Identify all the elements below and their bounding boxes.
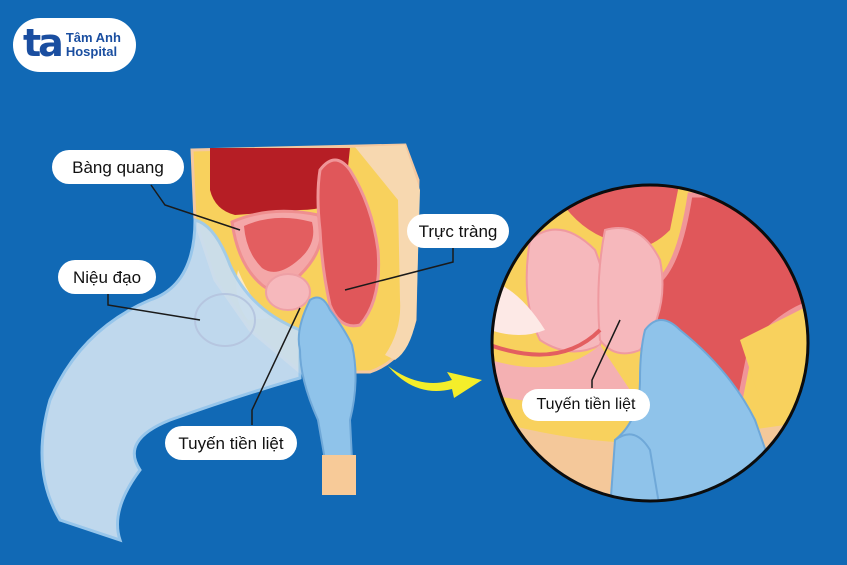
label-rectum: Trực tràng	[407, 214, 509, 248]
label-bladder: Bàng quang	[52, 150, 184, 184]
label-urethra: Niệu đạo	[58, 260, 156, 294]
logo-text: Tâm Anh Hospital	[66, 31, 121, 59]
logo-line-2: Hospital	[65, 44, 118, 59]
gloved-hand-left	[297, 296, 357, 495]
leader-lines	[107, 184, 454, 425]
arrow-icon	[388, 366, 482, 398]
label-prostate: Tuyến tiền liệt	[165, 426, 297, 460]
leg-outline	[40, 218, 302, 543]
zoom-circle-border	[490, 183, 810, 503]
label-prostate-zoom: Tuyến tiền liệt	[522, 389, 650, 421]
hospital-logo: ta Tâm Anh Hospital	[13, 18, 136, 72]
logo-mark: ta	[23, 21, 64, 65]
logo-line-1: Tâm Anh	[65, 30, 121, 45]
zoom-circle	[492, 185, 808, 501]
